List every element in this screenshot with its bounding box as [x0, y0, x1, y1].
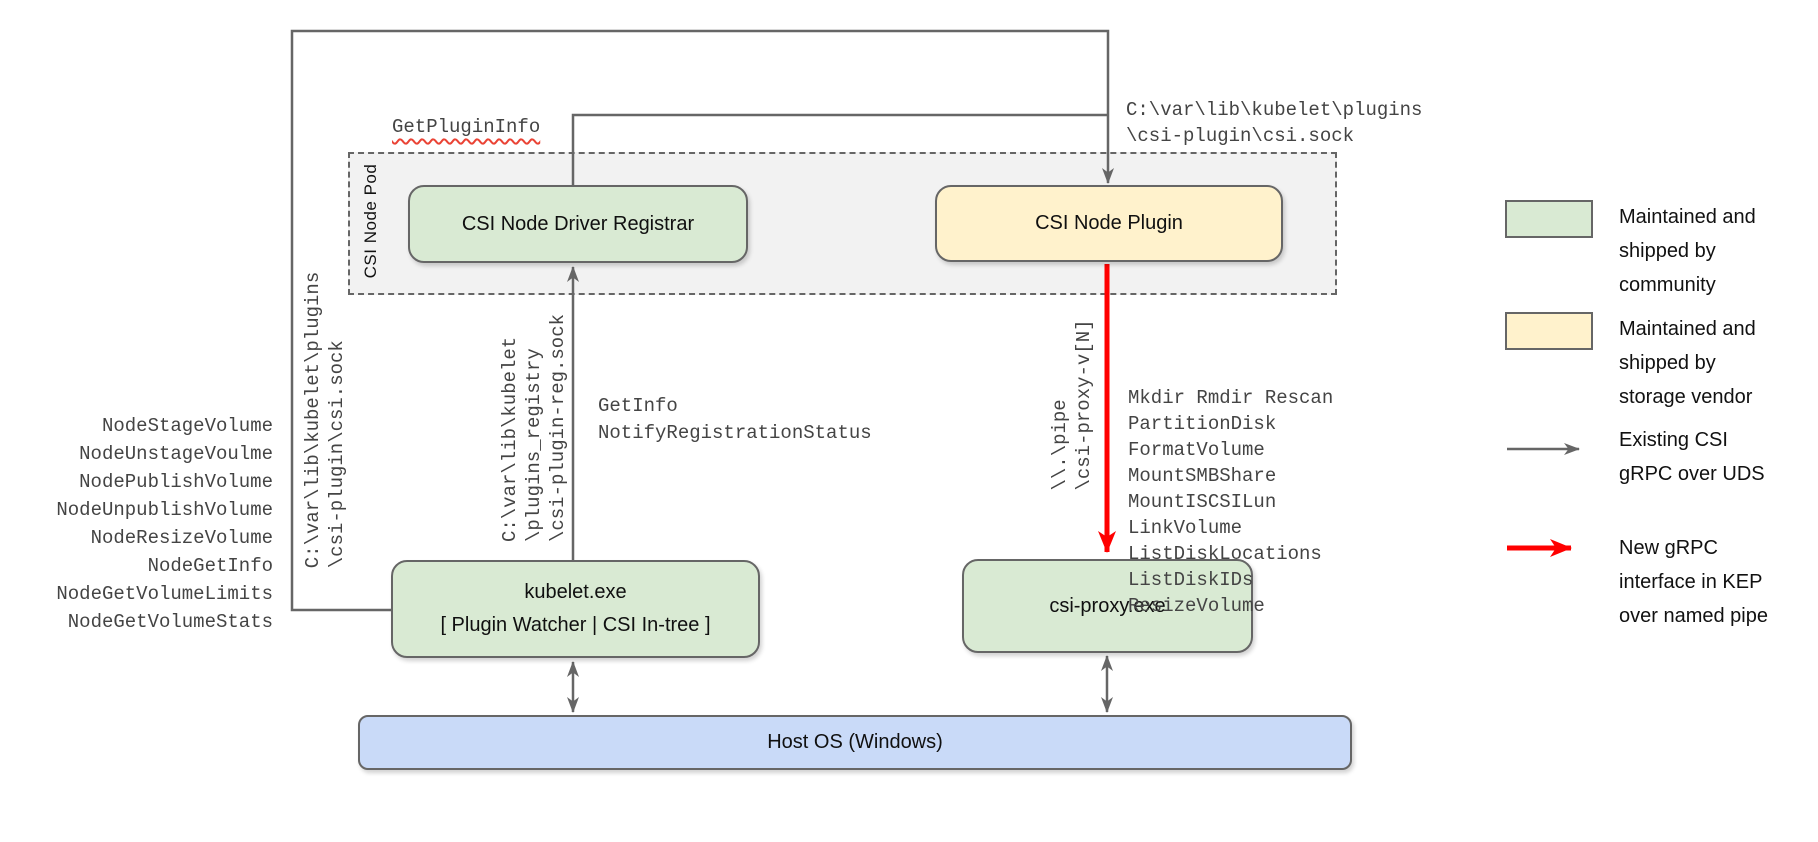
legend-vendor-text: Maintained and shipped by storage vendor	[1619, 318, 1756, 408]
legend-row-community: Maintained and shipped by community	[1505, 200, 1769, 302]
node-rpc-item: NodeGetInfo	[147, 555, 273, 577]
node-rpc-item: NodeGetVolumeLimits	[56, 583, 273, 605]
csi-proxy-api-item: MountISCSILun	[1128, 491, 1277, 513]
red-arrow-icon	[1507, 539, 1572, 557]
csi-proxy-api-item: FormatVolume	[1128, 439, 1265, 461]
csi-proxy-api-item: ListDiskIDs	[1128, 569, 1254, 591]
kubelet-label: kubelet.exe	[524, 581, 627, 603]
csi-proxy-api-item: PartitionDisk	[1128, 413, 1277, 435]
csi-proxy-api-item: MountSMBShare	[1128, 465, 1277, 487]
csi-node-plugin-label: CSI Node Plugin	[1035, 212, 1183, 234]
node-rpc-item: NodeResizeVolume	[90, 527, 273, 549]
csi-proxy-box: csi-proxy.exe	[962, 559, 1253, 653]
kubelet-to-plugin-uds-connector	[290, 29, 1114, 612]
csi-node-driver-registrar-box: CSI Node Driver Registrar	[408, 185, 748, 263]
node-rpc-item: NodeStageVolume	[101, 415, 273, 437]
csi-proxy-api-item: LinkVolume	[1128, 517, 1243, 539]
community-swatch-icon	[1505, 200, 1593, 238]
csi-proxy-api-item: ListDiskLocations	[1128, 543, 1322, 565]
registrar-getplugininfo-connector	[571, 113, 1108, 186]
legend-namedpipe-text: New gRPC interface in KEP over named pip…	[1619, 537, 1768, 627]
legend-row-vendor: Maintained and shipped by storage vendor	[1505, 312, 1769, 414]
legend-uds-text: Existing CSI gRPC over UDS	[1619, 429, 1765, 485]
csi-proxy-label: csi-proxy.exe	[1049, 594, 1166, 617]
csi-node-plugin-box: CSI Node Plugin	[935, 185, 1283, 262]
host-os-box: Host OS (Windows)	[358, 715, 1352, 770]
named-pipe-rotated-label: \\.\pipe \csi-proxy-v[N]	[1049, 319, 1095, 491]
kubelet-box: kubelet.exe [ Plugin Watcher | CSI In-tr…	[391, 560, 760, 658]
kubelet-socket-path-rotated-label: C:\var\lib\kubelet\plugins \csi-plugin\c…	[302, 271, 348, 569]
csi-proxy-api-item: Mkdir Rmdir Rescan	[1128, 387, 1334, 409]
legend-row-uds: Existing CSI gRPC over UDS	[1505, 423, 1769, 491]
registration-socket-path-rotated-label: C:\var\lib\kubelet \plugins_registry \cs…	[499, 313, 569, 543]
legend-community-text: Maintained and shipped by community	[1619, 206, 1756, 296]
gray-arrow-icon	[1507, 443, 1580, 455]
csi-node-driver-registrar-label: CSI Node Driver Registrar	[461, 212, 695, 235]
csi-node-pod-label: CSI Node Pod	[361, 163, 380, 279]
node-rpc-item: NodeGetVolumeStats	[67, 611, 273, 633]
legend-row-namedpipe: New gRPC interface in KEP over named pip…	[1505, 531, 1769, 633]
node-rpc-item: NodePublishVolume	[79, 471, 273, 493]
csi-proxy-api-item: ResizeVolume	[1128, 595, 1265, 617]
host-os-label: Host OS (Windows)	[767, 731, 943, 753]
registration-calls-label: GetInfo NotifyRegistrationStatus	[598, 395, 872, 444]
plugin-socket-path-label: C:\var\lib\kubelet\plugins \csi-plugin\c…	[1126, 99, 1423, 147]
node-rpc-item: NodeUnpublishVolume	[56, 499, 273, 521]
kubelet-sublabel: [ Plugin Watcher | CSI In-tree ]	[440, 614, 711, 636]
vendor-swatch-icon	[1505, 312, 1593, 350]
getplugininfo-label: GetPluginInfo	[392, 116, 541, 138]
node-rpc-item: NodeUnstageVoulme	[79, 443, 273, 465]
